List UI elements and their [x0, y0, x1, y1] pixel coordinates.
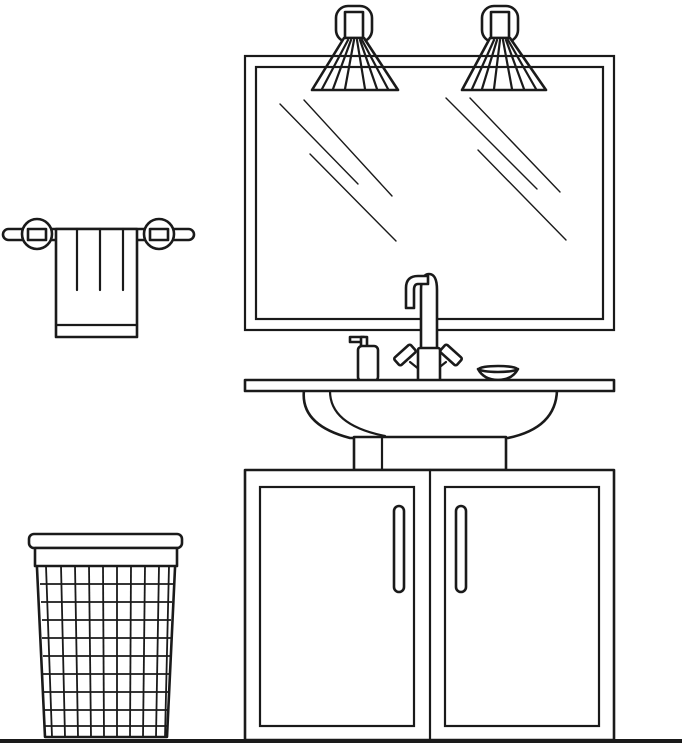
soap-dispenser	[348, 335, 380, 383]
laundry-basket	[27, 532, 184, 739]
wall-lamp-right	[460, 4, 548, 92]
towel	[54, 227, 139, 339]
soap-dish	[476, 364, 520, 382]
vanity-cabinet	[243, 468, 616, 742]
countertop	[243, 378, 616, 393]
basin	[302, 388, 559, 472]
wall-lamp-left	[310, 4, 400, 92]
faucet	[393, 272, 463, 383]
